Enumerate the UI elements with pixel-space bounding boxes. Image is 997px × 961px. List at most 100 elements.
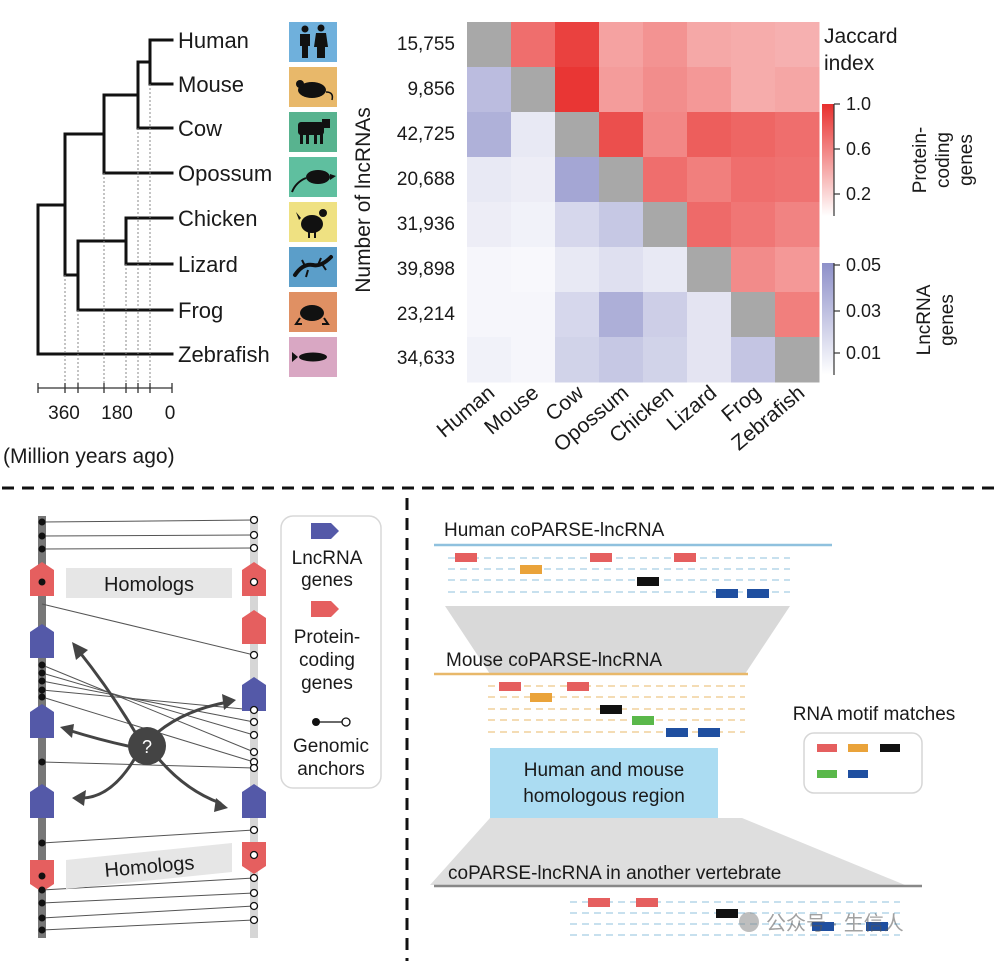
heatmap-lncrna-cell	[555, 337, 600, 383]
other-motifs	[588, 898, 888, 931]
count-cow: 42,725	[397, 124, 455, 145]
opossum-icon	[289, 157, 337, 197]
count-frog: 23,214	[397, 304, 456, 325]
heatmap-protein-cell	[687, 67, 732, 113]
heatmap-protein-cell	[687, 112, 732, 158]
heatmap-protein-cell	[599, 67, 644, 113]
heatmap-lncrna-cell	[555, 247, 600, 293]
heatmap-diagonal-cell	[511, 67, 556, 113]
time-axis-label: (Million years ago)	[3, 445, 175, 468]
anchor-lines	[41, 519, 255, 931]
homologous-region-line2: homologous region	[523, 786, 685, 807]
heatmap-protein-cell	[731, 112, 776, 158]
heatmap-protein-cell	[643, 67, 688, 113]
heatmap-diagonal-cell	[467, 22, 512, 68]
heatmap-protein-cell	[599, 22, 644, 68]
legend-lnc-line2: genes	[301, 570, 353, 591]
heatmap-protein-cell	[687, 22, 732, 68]
protein-scale-label-2: coding	[933, 132, 954, 188]
lizard-icon	[289, 247, 337, 287]
human-coparse-title: Human coPARSE-lncRNA	[444, 520, 665, 541]
heatmap-protein-cell	[731, 202, 776, 248]
species-label-opossum: Opossum	[178, 161, 272, 186]
mouse-icon	[289, 67, 337, 107]
heatmap-protein-cell	[775, 67, 820, 113]
heatmap-protein-cell	[775, 112, 820, 158]
tree-dotted-guides	[64, 84, 151, 385]
protein-gene-legend-icon	[311, 601, 339, 617]
motif-legend-title: RNA motif matches	[793, 704, 956, 725]
heatmap-protein-cell	[599, 112, 644, 158]
heatmap-lncrna-cell	[555, 202, 600, 248]
heatmap-lncrna-cell	[555, 292, 600, 338]
lnc-gene-left-2	[30, 704, 54, 738]
species-label-lizard: Lizard	[178, 252, 238, 277]
heatmap-lncrna-cell	[599, 247, 644, 293]
human-track-lines	[448, 557, 790, 593]
lnc-gene-left-3	[30, 784, 54, 818]
count-lizard: 39,898	[397, 259, 455, 280]
heatmap-lncrna-cell	[599, 202, 644, 248]
mouse-motifs	[499, 682, 720, 737]
protein-scale-label-1: Protein-	[910, 127, 931, 194]
coparse-panel: Human coPARSE-lncRNA Mouse coPARSE-lncRN…	[430, 520, 956, 936]
projection-bottom	[430, 818, 905, 885]
question-mark: ?	[142, 737, 152, 757]
heatmap-lncrna-cell	[467, 247, 512, 293]
heatmap-protein-cell	[643, 157, 688, 203]
heatmap-lncrna-cell	[643, 292, 688, 338]
heatmap-lncrna-cell	[731, 337, 776, 383]
lnc-scale-label-1: LncRNA	[914, 284, 935, 355]
homologous-region-box	[490, 748, 718, 818]
count-mouse: 9,856	[407, 79, 455, 100]
motif-legend-box	[803, 732, 923, 794]
question-node: ?	[60, 642, 236, 812]
other-coparse-title: coPARSE-lncRNA in another vertebrate	[448, 863, 781, 884]
heatmap-lncrna-cell	[511, 247, 556, 293]
heatmap-lncrna-cell	[467, 67, 512, 113]
zebrafish-icon	[289, 337, 337, 377]
count-chicken: 31,936	[397, 214, 455, 235]
lnc-gene-right-1	[242, 677, 266, 711]
species-labels: Human Mouse Cow Opossum Chicken Lizard F…	[178, 28, 272, 367]
heatmap-diagonal-cell	[555, 112, 600, 158]
heatmap-protein-cell	[731, 247, 776, 293]
protein-tick-06: 0.6	[846, 139, 871, 159]
heatmap-diagonal-cell	[643, 202, 688, 248]
heatmap-lncrna-cell	[511, 337, 556, 383]
protein-tick-1: 1.0	[846, 94, 871, 114]
homologous-region-line1: Human and mouse	[524, 760, 685, 781]
gene-legend: LncRNA genes Protein- coding genes Genom…	[280, 515, 382, 789]
count-opossum: 20,688	[397, 169, 455, 190]
anchor-dots-left	[38, 518, 46, 934]
heatmap-lncrna-cell	[643, 247, 688, 293]
heatmap-lncrna-cell	[467, 157, 512, 203]
heatmap-lncrna-cell	[511, 292, 556, 338]
legend-protein-line1: Protein-	[294, 627, 361, 648]
heatmap-lncrna-cell	[467, 202, 512, 248]
lncrna-counts: 15,755 9,856 42,725 20,688 31,936 39,898…	[397, 34, 456, 369]
heatmap-protein-cell	[775, 292, 820, 338]
heatmap-protein-cell	[775, 157, 820, 203]
mouse-coparse-title: Mouse coPARSE-lncRNA	[446, 650, 662, 671]
heatmap-lncrna-cell	[687, 292, 732, 338]
motif-legend-swatches	[817, 744, 900, 778]
protein-colorbar	[822, 104, 834, 216]
homologs-band-bottom	[66, 843, 232, 889]
heatmap-protein-cell	[687, 157, 732, 203]
wechat-icon	[739, 912, 759, 932]
heatmap-y-axis-label: Number of lncRNAs	[352, 107, 375, 293]
lnc-tick-005: 0.05	[846, 255, 881, 275]
heatmap-x-labels: Human Mouse Cow Opossum Chicken Lizard F…	[433, 381, 810, 457]
jaccard-heatmap	[467, 22, 820, 383]
heatmap-lncrna-cell	[511, 157, 556, 203]
species-label-mouse: Mouse	[178, 72, 244, 97]
species-label-cow: Cow	[178, 116, 222, 141]
homologs-band-top	[66, 568, 232, 598]
heatmap-protein-cell	[555, 67, 600, 113]
frog-icon	[289, 292, 337, 332]
other-track-lines	[570, 901, 900, 936]
species-label-chicken: Chicken	[178, 206, 257, 231]
heatmap-diagonal-cell	[599, 157, 644, 203]
